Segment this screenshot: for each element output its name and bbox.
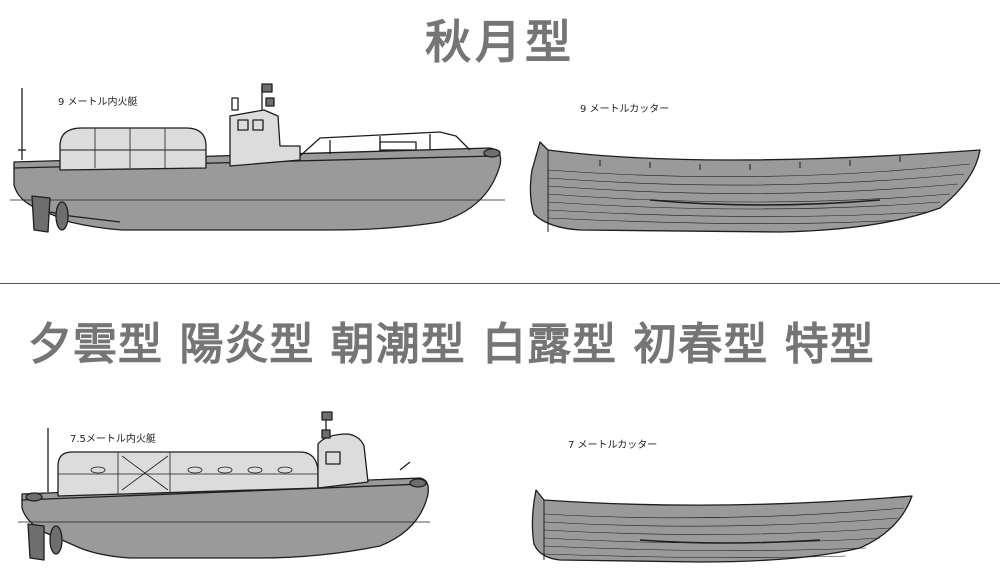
launch-9m-rudder [31, 195, 51, 233]
caption-9m-launch: 9 メートル内火艇 [58, 97, 138, 108]
cutter-9m-hull [529, 141, 981, 233]
launch-7-5m-cabin [317, 433, 369, 489]
launch-7-5m-rudder [27, 523, 45, 561]
launch-9m-canopy [59, 127, 207, 171]
heading-destroyer-classes: 夕雲型 陽炎型 朝潮型 白露型 初春型 特型 [28, 319, 875, 370]
heading-akizuki-class: 秋月型 [425, 15, 575, 69]
section-divider [0, 283, 1000, 284]
caption-7m-cutter: 7 メートルカッター [568, 440, 658, 451]
caption-7-5m-launch: 7.5メートル内火艇 [70, 434, 156, 445]
caption-9m-cutter: 9 メートルカッター [580, 104, 670, 115]
launch-9m-propeller [55, 201, 69, 231]
launch-7-5m-propeller [49, 525, 63, 555]
